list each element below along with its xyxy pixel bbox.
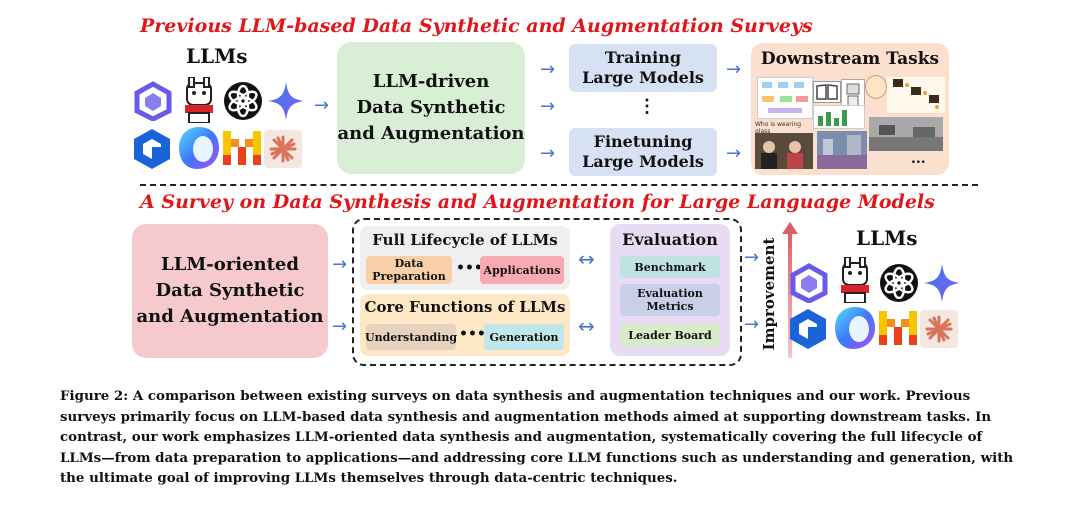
training-large-models-box: Training Large Models (569, 44, 717, 92)
arrow-right-icon: → (540, 143, 556, 164)
person-avatar-icon (865, 75, 887, 99)
chart-thumbnail (813, 105, 865, 129)
llm-driven-line-2: Data Synthetic (356, 97, 506, 118)
bottom-llms-label: LLMs (856, 226, 918, 250)
llm-driven-line-1: LLM-driven (372, 71, 490, 92)
gemini-star-icon (266, 80, 306, 122)
training-line-2: Large Models (582, 68, 704, 87)
bidirectional-arrow-icon: ↔ (578, 247, 595, 271)
arrow-right-icon: → (540, 59, 556, 80)
improvement-label: Improvement (760, 237, 778, 351)
qwen-logo-icon (132, 80, 174, 122)
llm-oriented-line-2: Data Synthetic (155, 280, 305, 301)
more-tasks-dots: ... (911, 151, 926, 167)
qwen-logo-icon (788, 262, 830, 304)
llm-oriented-box: LLM-oriented Data Synthetic and Augmenta… (132, 224, 328, 358)
finetuning-line-1: Finetuning (593, 132, 693, 151)
vertical-ellipsis: ⋮ (638, 96, 656, 117)
improvement-label-wrap: Improvement (759, 234, 779, 354)
mistral-logo-icon (876, 308, 920, 348)
driving-scene-thumbnail (869, 117, 943, 151)
caption-line-5: the ultimate goal of improving LLMs them… (60, 470, 678, 486)
llama-logo-icon (834, 256, 876, 304)
sphere-logo-icon (832, 304, 878, 352)
bottom-section-title: A Survey on Data Synthesis and Augmentat… (140, 191, 935, 213)
sphere-logo-icon (176, 124, 222, 172)
benchmark-chip: Benchmark (620, 256, 720, 278)
leader-board-chip: Leader Board (620, 324, 720, 346)
hexagon-logo-icon (130, 126, 174, 172)
caption-line-4: LLMs—from data preparation to applicatio… (60, 449, 1014, 466)
downstream-tasks-panel: Downstream Tasks Who is wearing glass ..… (751, 43, 949, 175)
generation-chip: Generation (484, 324, 564, 350)
data-prep-line-2: Preparation (372, 270, 446, 283)
full-lifecycle-title: Full Lifecycle of LLMs (372, 231, 558, 249)
caption-line-2: surveys primarily focus on LLM-based dat… (60, 408, 992, 425)
vqa-question-text: Who is wearing glass (755, 121, 802, 135)
training-line-1: Training (604, 48, 682, 67)
core-functions-title: Core Functions of LLMs (364, 298, 566, 316)
arrow-right-icon: → (314, 95, 330, 116)
finetuning-line-2: Large Models (582, 152, 704, 171)
llm-lifecycle-container (352, 218, 742, 366)
arrow-right-icon: → (540, 96, 556, 117)
arrow-right-icon: → (726, 59, 742, 80)
core-dots: ••• (459, 326, 486, 342)
openai-logo-icon (222, 80, 264, 122)
claude-sunburst-icon (920, 310, 958, 348)
hexagon-logo-icon (786, 306, 830, 352)
data-prep-line-1: Data (394, 257, 424, 270)
arrow-right-icon: → (332, 254, 348, 275)
arrow-right-icon: → (332, 316, 348, 337)
caption-line-1: Figure 2: A comparison between existing … (60, 388, 971, 404)
claude-sunburst-icon (264, 130, 302, 168)
llm-oriented-line-3: and Augmentation (136, 306, 324, 327)
photo-people-thumbnail (755, 133, 813, 169)
finetuning-large-models-box: Finetuning Large Models (569, 128, 717, 176)
core-functions-panel: Core Functions of LLMs Understanding •••… (360, 294, 570, 356)
downstream-title: Downstream Tasks (760, 49, 940, 69)
figure-caption: Figure 2: A comparison between existing … (60, 386, 1060, 489)
eval-metrics-line-2: Metrics (646, 300, 694, 313)
understanding-chip: Understanding (365, 324, 457, 350)
gemini-star-icon (922, 262, 962, 304)
mistral-logo-icon (220, 128, 264, 168)
video-frames-thumbnail (887, 77, 945, 113)
caption-line-3: contrast, our work emphasizes LLM-orient… (60, 429, 983, 445)
lifecycle-dots: ••• (456, 260, 483, 276)
arrow-right-icon: → (744, 247, 760, 268)
top-llms-label: LLMs (186, 44, 248, 68)
arrow-right-icon: → (744, 314, 760, 335)
street-scene-thumbnail (817, 131, 867, 169)
llm-driven-box: LLM-driven Data Synthetic and Augmentati… (337, 42, 525, 174)
diagram-thumbnail (757, 77, 813, 119)
improvement-arrow (780, 222, 800, 358)
arrow-right-icon: → (726, 143, 742, 164)
llama-logo-icon (178, 76, 220, 124)
book-icon (813, 81, 841, 103)
applications-chip: Applications (480, 256, 564, 284)
eval-metrics-line-1: Evaluation (637, 287, 703, 300)
bidirectional-arrow-icon: ↔ (578, 314, 595, 338)
llm-oriented-line-1: LLM-oriented (161, 254, 299, 275)
llm-driven-line-3: and Augmentation (337, 123, 525, 144)
section-divider (140, 184, 978, 186)
openai-logo-icon (878, 262, 920, 304)
evaluation-title: Evaluation (622, 230, 718, 249)
top-section-title: Previous LLM-based Data Synthetic and Au… (140, 15, 813, 37)
